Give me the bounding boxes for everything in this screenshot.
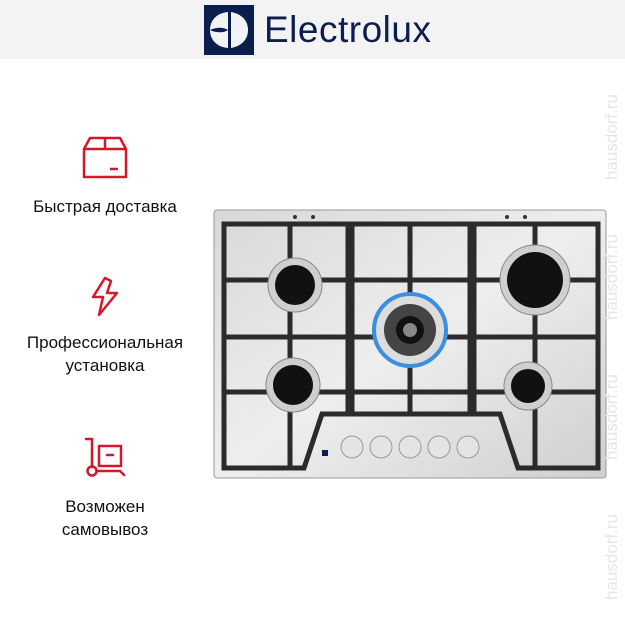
control-knob xyxy=(427,435,451,459)
feature-pickup: Возможен самовывоз xyxy=(0,435,210,541)
control-knob xyxy=(369,435,393,459)
feature-label-line: Возможен xyxy=(65,497,145,516)
electrolux-logo: Electrolux xyxy=(204,5,431,55)
lightning-icon xyxy=(91,276,119,317)
header-banner: Electrolux xyxy=(0,0,625,59)
burner xyxy=(265,357,321,413)
burner xyxy=(499,244,571,316)
feature-label: Возможен самовывоз xyxy=(0,495,210,541)
burner xyxy=(503,361,553,411)
feature-label-line: Профессиональная xyxy=(26,333,184,352)
feature-installation: Профессиональная установка xyxy=(0,275,210,377)
watermark-text: hausdorf.ru xyxy=(602,94,621,180)
feature-label-line: установка xyxy=(65,356,145,375)
brand-name: Electrolux xyxy=(264,9,432,50)
feature-label-line: Быстрая доставка xyxy=(33,197,177,216)
control-knob xyxy=(398,435,422,459)
control-knob xyxy=(340,435,364,459)
hand-truck-icon xyxy=(84,437,126,477)
burners xyxy=(265,244,571,413)
watermark-text: hausdorf.ru xyxy=(602,234,621,320)
wok-burner xyxy=(372,292,448,368)
feature-label: Быстрая доставка xyxy=(0,195,210,218)
feature-fast-delivery: Быстрая доставка xyxy=(0,135,210,218)
box-icon xyxy=(82,136,128,179)
watermark: hausdorf.ru hausdorf.ru hausdorf.ru haus… xyxy=(602,70,624,620)
panel-logo-icon xyxy=(322,450,328,456)
electrolux-logo-icon xyxy=(204,5,254,55)
control-knobs xyxy=(340,435,480,459)
watermark-text: hausdorf.ru xyxy=(602,514,621,600)
burner xyxy=(267,257,323,313)
feature-label-line: самовывоз xyxy=(61,520,149,539)
watermark-text: hausdorf.ru xyxy=(602,374,621,460)
feature-label: Профессиональная установка xyxy=(0,331,210,377)
control-knob xyxy=(456,435,480,459)
